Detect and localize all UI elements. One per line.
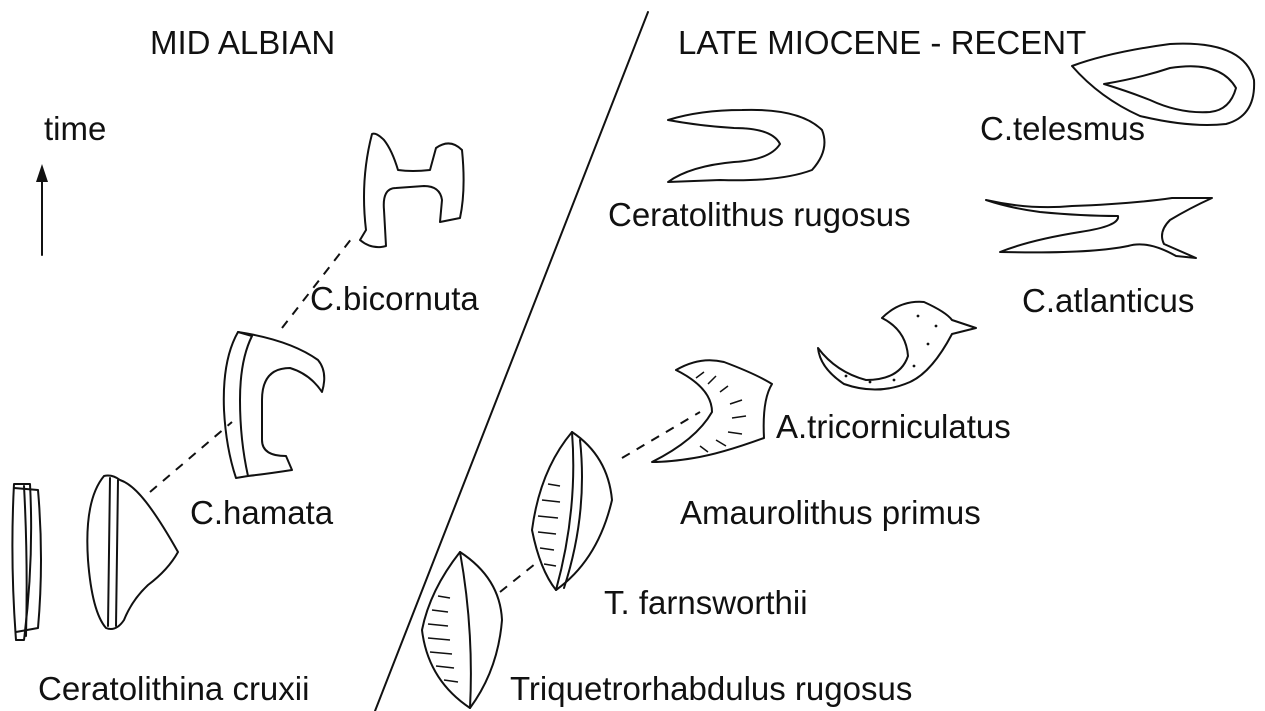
- time-arrow-icon: [36, 164, 48, 255]
- label-c-telesmus: C.telesmus: [980, 112, 1145, 145]
- ceratolithina-cruxii-figure-2: [87, 476, 178, 630]
- label-t-farnsworthii: T. farnsworthii: [604, 586, 808, 619]
- c-hamata-figure: [224, 332, 324, 478]
- label-a-tricorniculatus: A.tricorniculatus: [776, 410, 1011, 443]
- label-ceratolithus-rugosus: Ceratolithus rugosus: [608, 198, 911, 231]
- t-farnsworthii-figure: [532, 432, 612, 590]
- label-c-atlanticus: C.atlanticus: [1022, 284, 1194, 317]
- lineage-line-farnsworthii-primus: [622, 412, 700, 458]
- heading-mid-albian: MID ALBIAN: [150, 26, 335, 59]
- c-atlanticus-figure: [986, 198, 1212, 258]
- label-c-bicornuta: C.bicornuta: [310, 282, 479, 315]
- heading-late-miocene-recent: LATE MIOCENE - RECENT: [678, 26, 1086, 59]
- time-label: time: [44, 112, 106, 145]
- ceratolithus-rugosus-figure: [668, 110, 824, 182]
- a-tricorniculatus-figure: [818, 302, 976, 390]
- triquetrorhabdulus-rugosus-figure: [422, 552, 502, 708]
- ceratolithina-cruxii-figure: [12, 484, 41, 640]
- lineage-line-triquetro-farnsworthii: [500, 560, 540, 592]
- amaurolithus-primus-figure: [652, 360, 772, 462]
- lineage-line-cruxii-hamata: [150, 422, 232, 492]
- label-triquetrorhabdulus-rugosus: Triquetrorhabdulus rugosus: [510, 672, 912, 705]
- label-amaurolithus-primus: Amaurolithus primus: [680, 496, 981, 529]
- label-c-hamata: C.hamata: [190, 496, 333, 529]
- c-bicornuta-figure: [360, 134, 464, 248]
- label-ceratolithina-cruxii: Ceratolithina cruxii: [38, 672, 309, 705]
